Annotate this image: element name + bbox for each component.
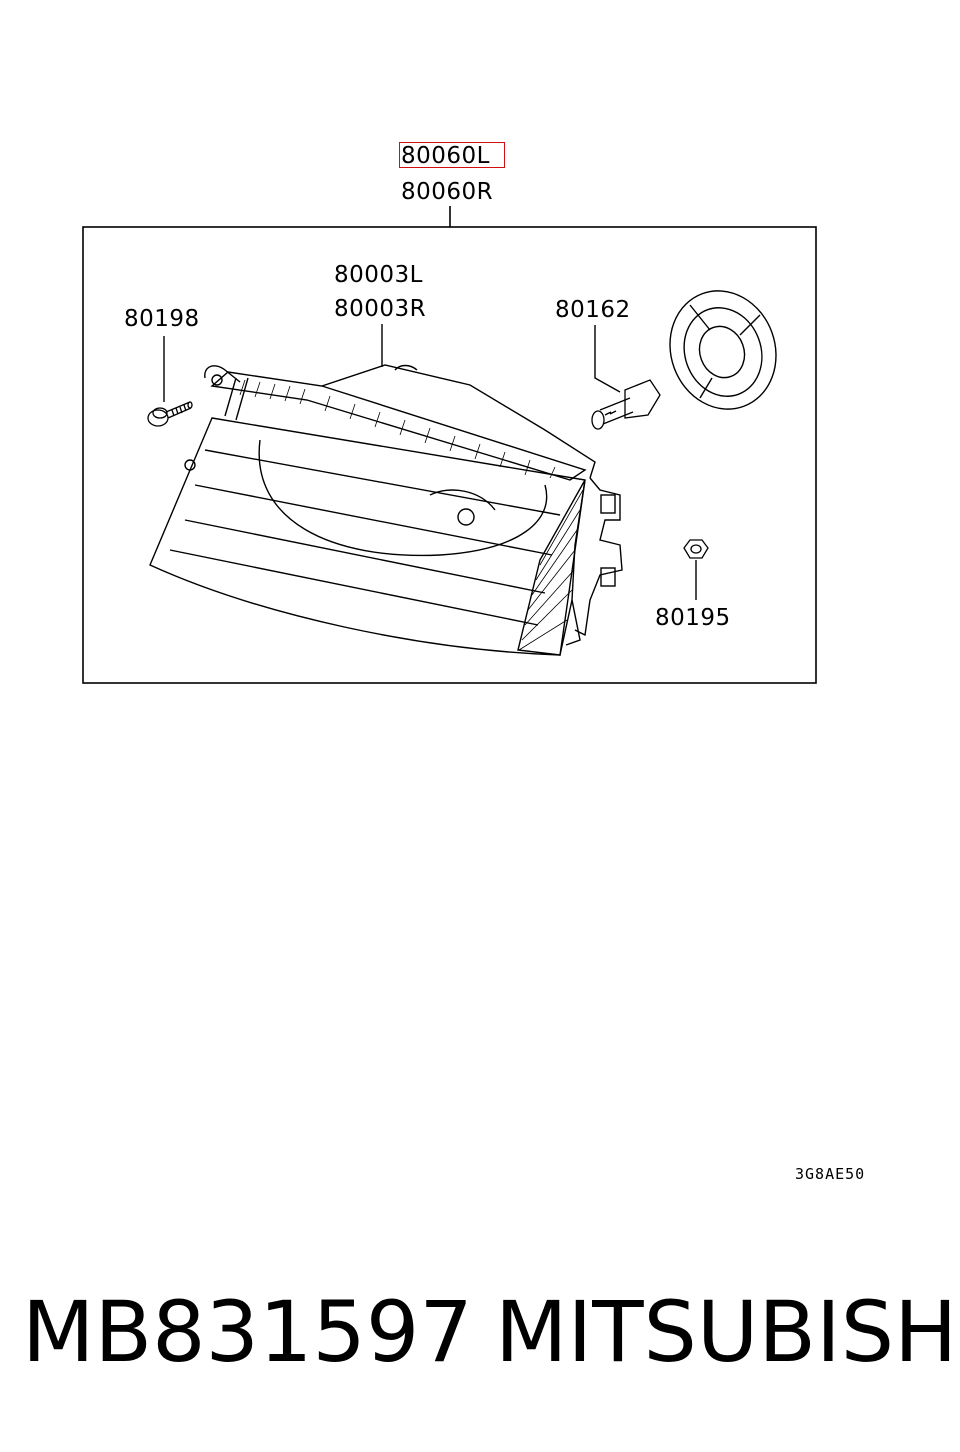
footer-brand: MITSUBISHI [495,1283,960,1381]
bulb-part [591,379,661,430]
footer-part-number: MB831597 [22,1283,473,1381]
nut-part [683,539,709,559]
screw-part [147,401,193,427]
label-assembly-left[interactable]: 80060L [401,143,490,169]
drawing-code: 3G8AE50 [795,1165,866,1183]
label-housing-left[interactable]: 80003L [334,262,423,288]
label-nut[interactable]: 80195 [655,605,731,631]
label-bulb[interactable]: 80162 [555,297,631,323]
bulb-leader-line [594,325,621,393]
dust-cover-part [669,290,777,410]
label-screw[interactable]: 80198 [124,306,200,332]
headlamp-housing-part [149,364,623,656]
lens-hatching [239,379,584,651]
label-assembly-right[interactable]: 80060R [401,179,494,205]
highlight-box [399,142,505,168]
label-housing-right[interactable]: 80003R [334,296,427,322]
